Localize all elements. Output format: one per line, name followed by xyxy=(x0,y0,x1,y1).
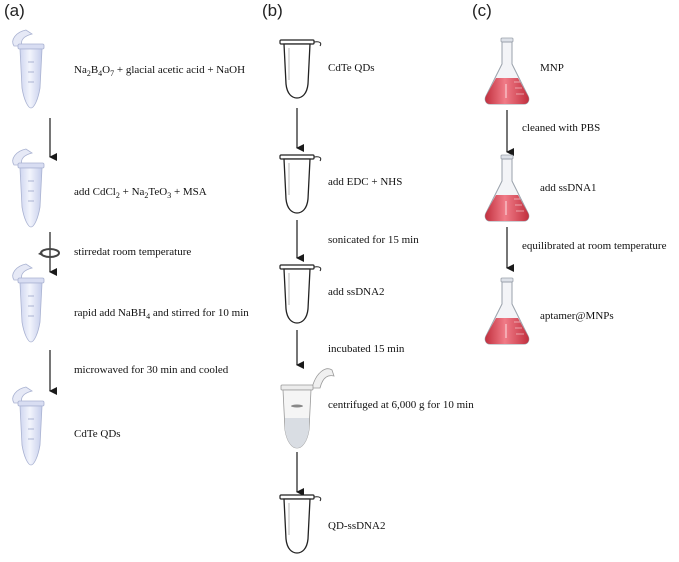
rotate-arrow-icon xyxy=(38,232,60,276)
step-b-2: add EDC + NHS xyxy=(328,176,403,188)
microcentrifuge-tube-icon xyxy=(12,148,45,228)
step-b-4: centrifuged at 6,000 g for 10 min xyxy=(328,399,474,411)
erlenmeyer-flask-icon xyxy=(484,37,530,105)
step-c-3: aptamer@MNPs xyxy=(540,310,614,322)
microcentrifuge-tube-icon xyxy=(12,29,45,109)
panel-label-b: (b) xyxy=(262,1,283,20)
pcr-tube-icon xyxy=(279,494,322,554)
step-b-1: CdTe QDs xyxy=(328,62,375,74)
transition-b-2: incubated 15 min xyxy=(328,343,405,355)
step-c-2: add ssDNA1 xyxy=(540,182,597,194)
transition-a-1: stirredat room temperature xyxy=(74,246,192,258)
step-a-4: CdTe QDs xyxy=(74,428,121,440)
step-b-5: QD-ssDNA2 xyxy=(328,520,386,532)
microcentrifuge-tube-icon xyxy=(12,263,45,343)
microcentrifuge-tube-icon xyxy=(12,386,45,466)
step-b-3: add ssDNA2 xyxy=(328,286,385,298)
panel-label-c: (c) xyxy=(472,1,492,20)
pcr-tube-icon xyxy=(279,39,322,99)
panel-label-a: (a) xyxy=(4,1,25,20)
step-a-2: add CdCl2 + Na2TeO3 + MSA xyxy=(74,186,207,201)
transition-c-1: cleaned with PBS xyxy=(522,122,601,134)
step-a-1: Na2B4O7 + glacial acetic acid + NaOH xyxy=(74,64,246,79)
pcr-tube-icon xyxy=(279,264,322,324)
centrifuge-tube-icon xyxy=(280,368,335,449)
transition-c-2: equilibrated at room temperature xyxy=(522,240,667,252)
step-c-1: MNP xyxy=(540,62,564,74)
transition-a-2: microwaved for 30 min and cooled xyxy=(74,364,229,376)
transition-b-1: sonicated for 15 min xyxy=(328,234,419,246)
pcr-tube-icon xyxy=(279,154,322,214)
erlenmeyer-flask-icon xyxy=(484,277,530,345)
step-a-3: rapid add NaBH4 and stirred for 10 min xyxy=(74,307,249,322)
erlenmeyer-flask-icon xyxy=(484,154,530,222)
